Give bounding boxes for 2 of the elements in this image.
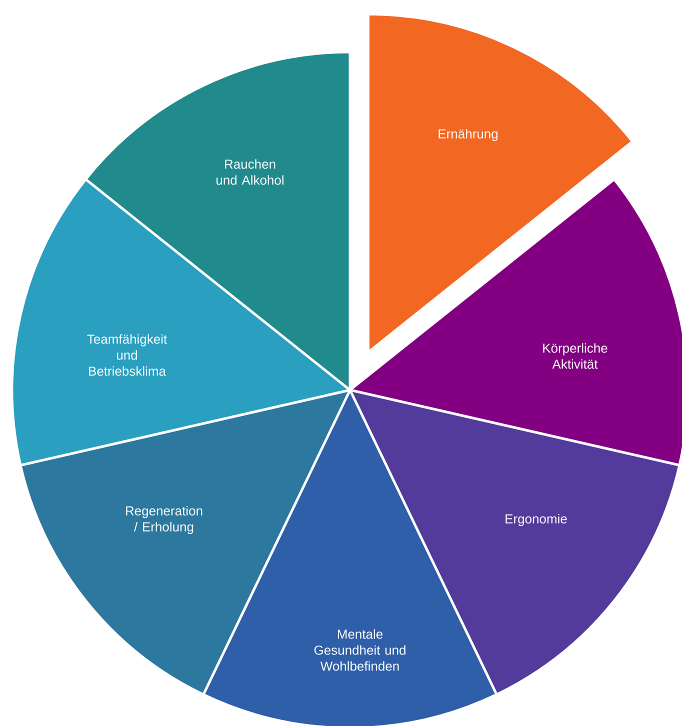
pie-slice: Körperliche Aktivität <box>348 178 682 466</box>
pie-slice: Mentale Gesundheit und Wohlbefinden <box>202 388 498 726</box>
